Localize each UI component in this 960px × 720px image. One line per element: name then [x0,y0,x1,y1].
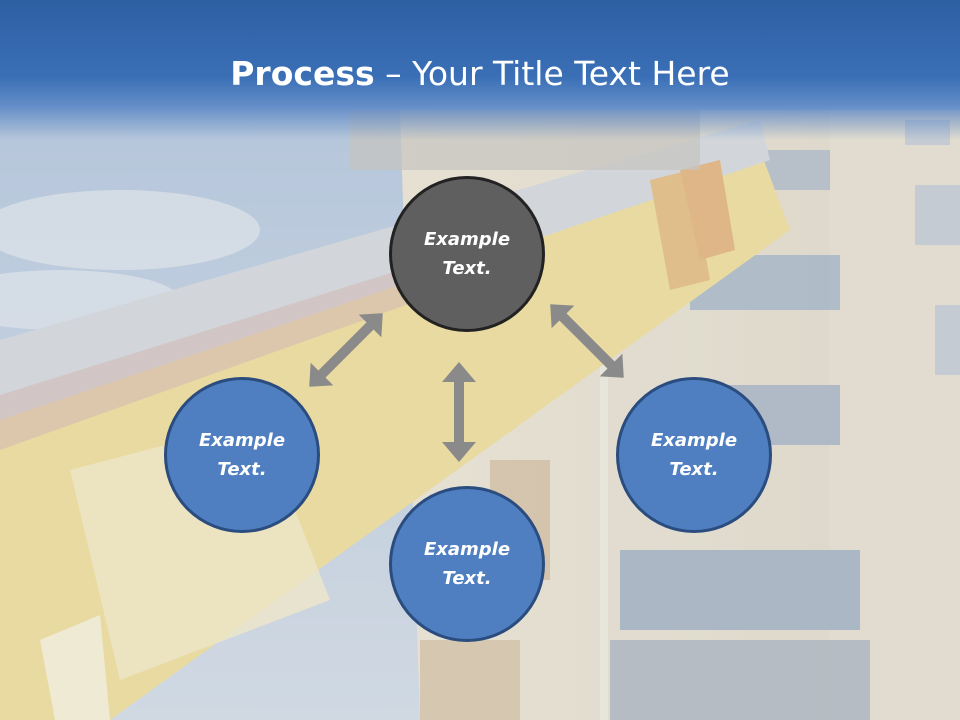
process-node-top[interactable]: Example Text. [389,176,545,332]
process-node-right[interactable]: Example Text. [616,377,772,533]
arrow-top-left-icon [309,313,383,387]
title-rest-text: Your Title Text Here [412,54,730,93]
arrow-top-right-icon [550,304,624,378]
node-right-label: Example Text. [650,430,738,480]
arrow-vertical-icon [442,362,476,462]
slide-title[interactable]: Process – Your Title Text Here [0,52,960,96]
process-node-left[interactable]: Example Text. [164,377,320,533]
title-dash: – [374,54,413,93]
node-bottom-label: Example Text. [423,539,511,589]
node-left-label: Example Text. [198,430,286,480]
title-banner [0,0,960,140]
process-node-bottom[interactable]: Example Text. [389,486,545,642]
node-top-label: Example Text. [423,229,511,279]
title-bold-text: Process [230,54,375,93]
